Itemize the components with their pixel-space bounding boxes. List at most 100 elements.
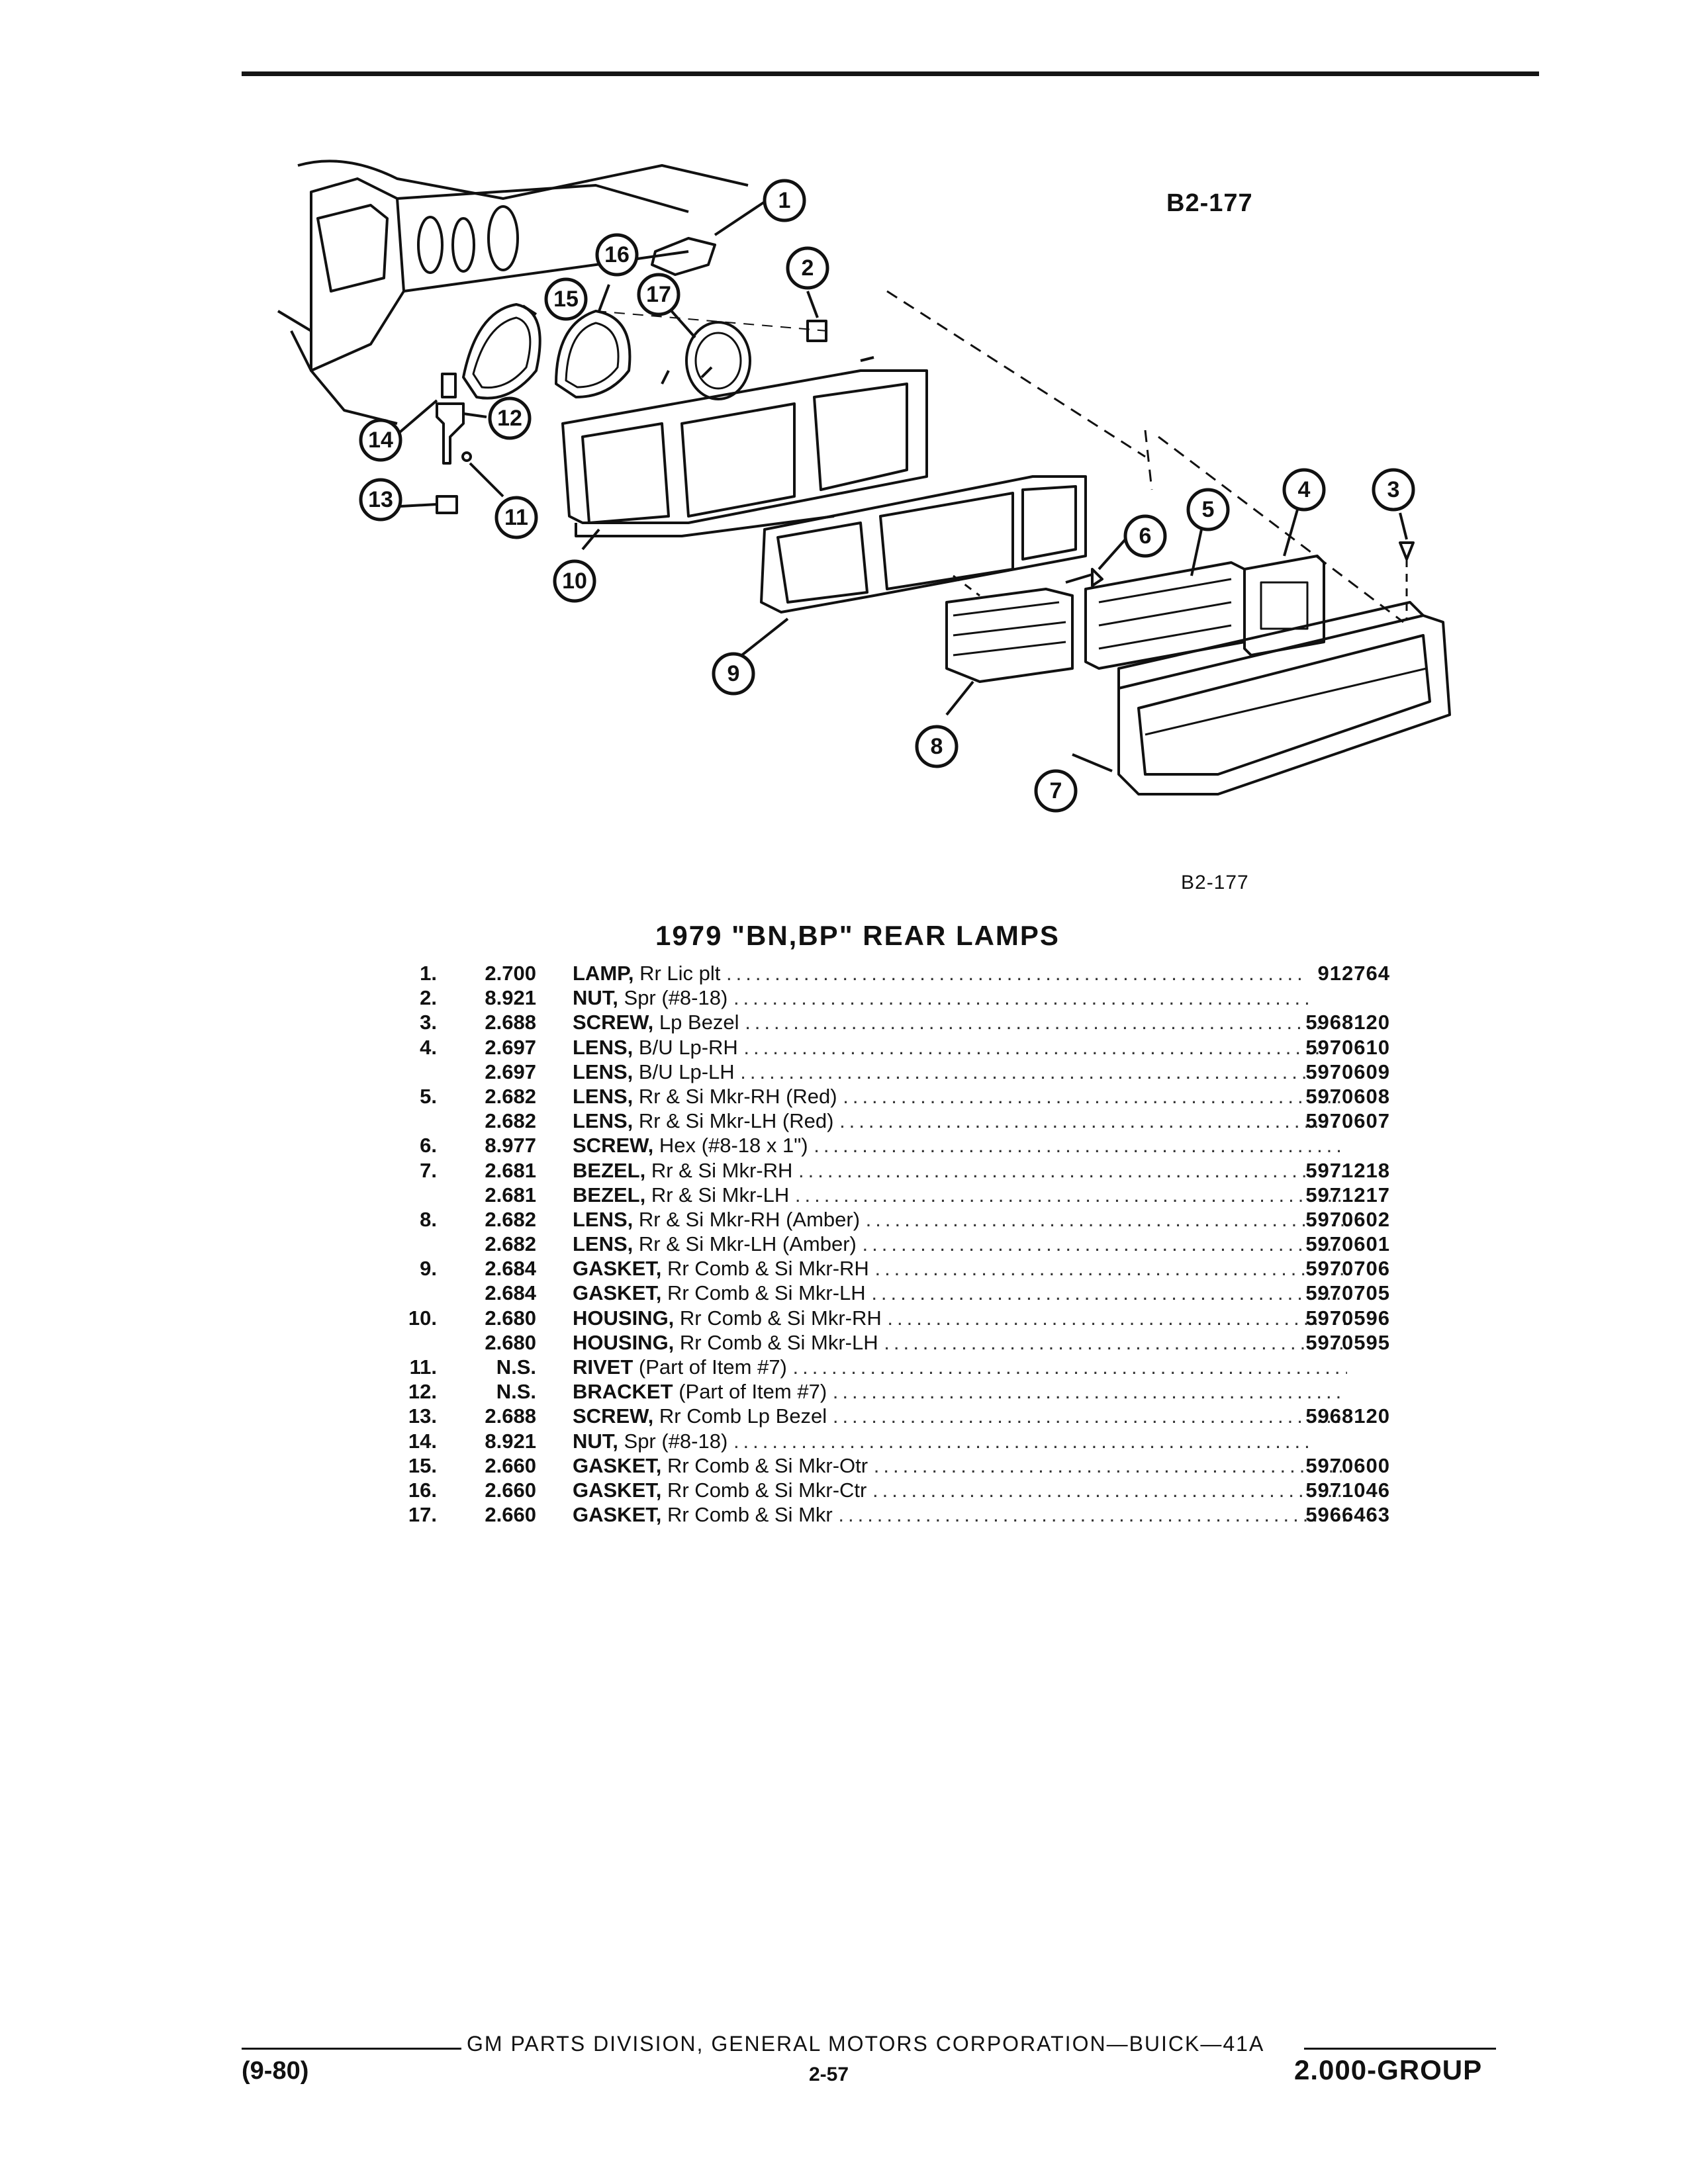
part-detail: Rr Comb & Si Mkr-LH (679, 1330, 878, 1354)
group-number: 2.700 (485, 962, 536, 985)
part-description: LENS, Rr & Si Mkr-LH (Red) .............… (573, 1109, 1347, 1133)
leader-dots: ........................................… (798, 1158, 1347, 1182)
screw-3 (1399, 541, 1415, 561)
part-name: LENS, (573, 1109, 633, 1133)
part-detail: Rr Comb & Si Mkr-RH (667, 1257, 869, 1281)
part-detail: Rr Comb & Si Mkr (667, 1503, 833, 1527)
callout-circle-7 (1034, 769, 1078, 813)
part-description: NUT, Spr (#8-18) .......................… (573, 985, 1347, 1010)
part-number: 5970608 (1305, 1084, 1390, 1108)
group-number: 2.684 (485, 1257, 536, 1281)
group-number: 2.660 (485, 1503, 536, 1527)
callout-circle-12 (488, 396, 532, 440)
part-number: 5970609 (1305, 1060, 1390, 1083)
part-description: BEZEL, Rr & Si Mkr-RH ..................… (573, 1158, 1347, 1183)
part-description: GASKET, Rr Comb & Si Mkr-RH ............… (573, 1256, 1347, 1281)
part-name: HOUSING, (573, 1306, 675, 1330)
part-number: 5970596 (1305, 1306, 1390, 1330)
part-name: LENS, (573, 1084, 633, 1108)
group-number: 2.697 (485, 1035, 536, 1059)
leader-dots: ........................................… (740, 1060, 1321, 1083)
part-detail: Rr Comb Lp Bezel (659, 1404, 827, 1428)
part-description: SCREW, Lp Bezel ........................… (573, 1010, 1347, 1034)
part-number: 5971046 (1305, 1478, 1390, 1502)
part-description: RIVET (Part of Item #7) ................… (573, 1355, 1347, 1379)
part-number: 5970610 (1305, 1035, 1390, 1059)
part-description: GASKET, Rr Comb & Si Mkr ...............… (573, 1502, 1347, 1527)
part-number: 5971218 (1305, 1158, 1390, 1182)
leader-dots: ........................................… (733, 1429, 1314, 1453)
part-detail: Rr Comb & Si Mkr-RH (679, 1306, 882, 1330)
callout-circle-6 (1123, 514, 1167, 558)
group-number: 2.660 (485, 1478, 536, 1502)
callout-circle-3 (1372, 468, 1415, 512)
leader-dots: ........................................… (726, 962, 1307, 985)
group-number: 2.660 (485, 1453, 536, 1477)
leader-dots: ........................................… (873, 1453, 1347, 1477)
part-name: GASKET, (573, 1257, 662, 1281)
parts-row: 11.N.S.RIVET (Part of Item #7) .........… (371, 1355, 1390, 1379)
part-description: LENS, Rr & Si Mkr-RH (Red) .............… (573, 1084, 1347, 1109)
part-name: HOUSING, (573, 1330, 675, 1354)
bezel-7 (1117, 601, 1451, 796)
part-number: 5970601 (1305, 1232, 1390, 1256)
callout-8: 8 (931, 734, 943, 759)
car-body-illustration (277, 159, 749, 425)
red-lens-5 (1084, 561, 1246, 670)
item-number: 7. (420, 1158, 437, 1182)
item-number: 1. (420, 962, 437, 985)
leader-dots: ........................................… (874, 1257, 1347, 1281)
callout-14: 14 (368, 428, 393, 453)
license-lamp-1 (651, 237, 716, 276)
item-number: 3. (420, 1011, 437, 1034)
leader-dots: ........................................… (745, 1011, 1325, 1034)
callout-circle-1 (763, 179, 806, 222)
part-number: 5970705 (1305, 1281, 1390, 1305)
parts-row: 2.697 LENS, B/U Lp-LH ...................… (371, 1060, 1390, 1084)
leader-dots: ........................................… (792, 1355, 1347, 1379)
part-description: LENS, B/U Lp-LH ........................… (573, 1060, 1347, 1084)
callout-3: 3 (1387, 477, 1400, 502)
figure-code-top: B2-177 (1166, 189, 1253, 217)
item-number: 8. (420, 1207, 437, 1231)
item-number: 6. (420, 1134, 437, 1158)
group-number: 2.682 (485, 1232, 536, 1256)
part-name: SCREW, (573, 1011, 654, 1034)
group-number: 2.682 (485, 1207, 536, 1231)
part-name: SCREW, (573, 1134, 654, 1158)
part-description: HOUSING, Rr Comb & Si Mkr-LH ...........… (573, 1330, 1347, 1355)
callout-5: 5 (1202, 497, 1215, 522)
callout-circle-10 (553, 559, 596, 603)
item-number: 2. (420, 986, 437, 1010)
leader-dots: ........................................… (862, 1232, 1348, 1256)
callout-1: 1 (778, 188, 791, 213)
part-name: NUT, (573, 1429, 618, 1453)
part-detail: Rr & Si Mkr-LH (Red) (638, 1109, 834, 1133)
part-description: LENS, Rr & Si Mkr-LH (Amber) ...........… (573, 1232, 1347, 1256)
group-number: 2.680 (485, 1330, 536, 1354)
item-number: 17. (408, 1503, 437, 1527)
group-number: 2.697 (485, 1060, 536, 1083)
callout-4: 4 (1298, 477, 1311, 502)
group-number: 2.681 (485, 1183, 536, 1206)
screw-6 (1065, 568, 1103, 587)
leader-dots: ........................................… (887, 1306, 1347, 1330)
callout-7: 7 (1050, 778, 1062, 803)
part-name: GASKET, (573, 1503, 662, 1527)
footer-date: (9-80) (242, 2057, 309, 2085)
callout-circle-5 (1186, 488, 1230, 531)
part-name: GASKET, (573, 1453, 662, 1477)
item-number: 16. (408, 1478, 437, 1502)
item-number: 4. (420, 1035, 437, 1059)
callout-6: 6 (1139, 523, 1152, 549)
footer-rule-right (1304, 2048, 1496, 2050)
exploded-parts-diagram: 1 2 3 4 5 6 7 8 9 10 11 12 13 14 15 16 1… (277, 159, 1451, 813)
